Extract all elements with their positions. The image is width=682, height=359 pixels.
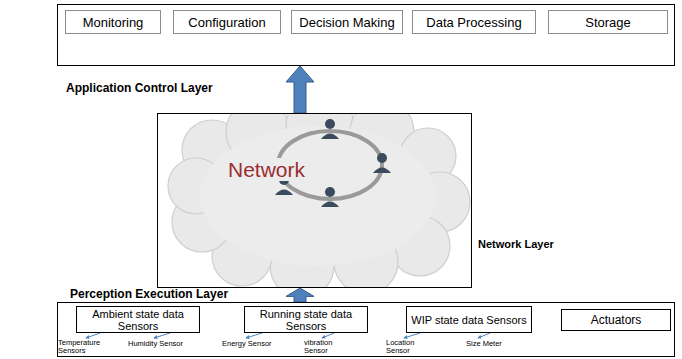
box-label: Running state data Sensors — [245, 308, 367, 332]
box-label: WIP state data Sensors — [408, 314, 529, 326]
sensor-label: Location Sensor — [386, 339, 422, 355]
actuator-box: Actuators — [561, 309, 671, 331]
function-box: Data Processing — [412, 10, 536, 34]
layer-title: Application Control Layer — [66, 81, 213, 95]
layer-panel: Application Control LayerMonitoringConfi… — [57, 4, 675, 66]
sensor-label: Size Meter — [466, 340, 526, 348]
layer-title: Perception Execution Layer — [70, 287, 228, 301]
sensor-box: Running state data Sensors — [244, 306, 368, 333]
leader-arrows — [86, 333, 490, 338]
layer-arrow — [286, 288, 314, 302]
layer-panel: Perception Execution LayerAmbient state … — [57, 302, 675, 357]
layer-title: Network Layer — [478, 238, 554, 251]
sensor-label: Humidity Sensor — [128, 340, 198, 348]
box-label: Storage — [582, 15, 634, 30]
sensor-label: vibration Sensor — [304, 339, 342, 355]
function-box: Decision Making — [291, 10, 403, 34]
function-box: Storage — [548, 10, 668, 34]
sensor-label: Energy Sensor — [222, 340, 292, 348]
sensor-box: WIP state data Sensors — [406, 306, 532, 333]
function-box: Monitoring — [65, 10, 161, 34]
sensor-box: Ambient state data Sensors — [76, 306, 200, 333]
function-box: Configuration — [173, 10, 281, 34]
box-label: Decision Making — [296, 15, 397, 30]
cloud — [168, 114, 470, 287]
box-label: Configuration — [185, 15, 268, 30]
sensor-label: Temperature Sensors — [58, 339, 104, 355]
box-label: Data Processing — [423, 15, 524, 30]
box-label: Monitoring — [80, 15, 147, 30]
network-panel: NetworkNetwork Layer — [157, 113, 472, 288]
box-label: Actuators — [588, 313, 645, 327]
layer-arrow — [286, 66, 314, 113]
box-label: Ambient state data Sensors — [77, 308, 199, 332]
network-label: Network — [226, 158, 307, 181]
